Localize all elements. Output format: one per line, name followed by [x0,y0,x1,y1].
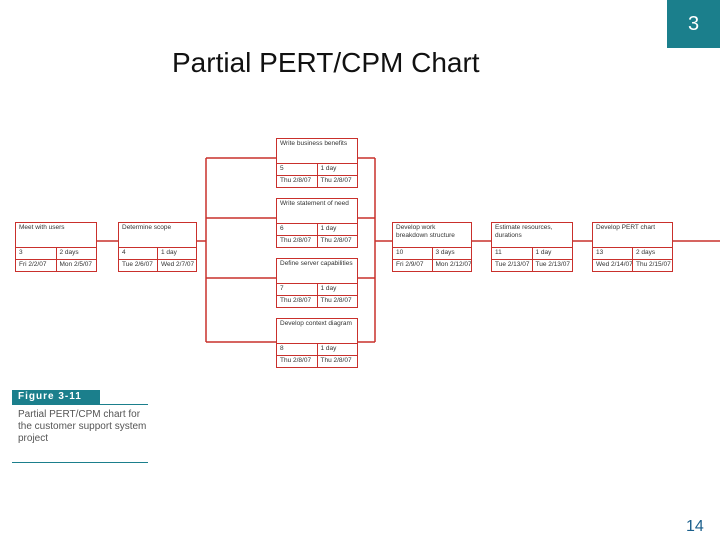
task-id: 10 [396,249,404,256]
task-id: 8 [280,345,284,352]
task-finish: Tue 2/13/07 [531,260,573,271]
task-start: Fri 2/9/07 [396,261,424,268]
page-number: 14 [686,518,704,535]
task-node-determine-scope: Determine scope 4 1 day Tue 2/6/07 Wed 2/7… [118,222,197,272]
task-start: Fri 2/2/07 [19,261,47,268]
slide-number-badge: 3 [667,0,720,48]
task-id: 6 [280,225,284,232]
connector-merge [374,158,392,342]
task-id: 3 [19,249,23,256]
task-duration: 1 day [316,284,358,295]
task-node-develop-context-diagram: Develop context diagram 8 1 day Thu 2/8/0… [276,318,358,368]
task-start: Thu 2/8/07 [280,357,312,364]
task-node-develop-wbs: Develop work breakdown structure 10 3 day… [392,222,472,272]
task-finish: Thu 2/8/07 [316,296,358,307]
task-start: Thu 2/8/07 [280,297,312,304]
task-duration: 1 day [316,164,358,175]
task-finish: Thu 2/15/07 [632,260,672,271]
slide-title: Partial PERT/CPM Chart [172,47,480,78]
task-duration: 1 day [157,248,196,259]
task-name: Determine scope [122,224,172,231]
task-name: Meet with users [19,224,65,231]
task-id: 5 [280,165,284,172]
task-node-meet-with-users: Meet with users 3 2 days Fri 2/2/07 Mon 2/… [15,222,97,272]
caption-divider-bottom [12,462,148,463]
task-name: Write statement of need [280,200,349,207]
task-start: Tue 2/13/07 [495,261,530,268]
task-name: Estimate resources, durations [495,224,553,240]
task-finish: Mon 2/12/07 [431,260,471,271]
task-finish: Mon 2/5/07 [55,260,97,271]
figure-caption: Partial PERT/CPM chart for the customer … [18,409,147,444]
task-duration: 1 day [316,224,358,235]
task-finish: Wed 2/7/07 [157,260,196,271]
task-duration: 1 day [531,248,573,259]
task-name: Define server capabilities [280,260,353,267]
task-duration: 2 days [55,248,97,259]
task-start: Tue 2/6/07 [122,261,153,268]
task-node-estimate-resources: Estimate resources, durations 11 1 day Tu… [491,222,573,272]
task-finish: Thu 2/8/07 [316,176,358,187]
task-start: Thu 2/8/07 [280,237,312,244]
task-name: Develop PERT chart [596,224,656,231]
task-finish: Thu 2/8/07 [316,236,358,247]
task-node-write-statement-of-need: Write statement of need 6 1 day Thu 2/8/0… [276,198,358,248]
task-id: 7 [280,285,284,292]
task-name: Develop work breakdown structure [396,224,455,240]
task-node-write-business-benefits: Write business benefits 5 1 day Thu 2/8/0… [276,138,358,188]
task-id: 13 [596,249,604,256]
task-name: Develop context diagram [280,320,352,327]
task-finish: Thu 2/8/07 [316,356,358,367]
task-duration: 2 days [632,248,672,259]
task-duration: 3 days [431,248,472,259]
figure-label: Figure 3-11 [12,390,100,404]
task-name: Write business benefits [280,140,348,147]
caption-divider-top [12,404,148,405]
connector-4-fan [197,158,207,342]
task-duration: 1 day [316,344,358,355]
task-id: 4 [122,249,126,256]
task-node-define-server-capabilities: Define server capabilities 7 1 day Thu 2/… [276,258,358,308]
task-id: 11 [495,249,502,256]
task-start: Thu 2/8/07 [280,177,312,184]
task-start: Wed 2/14/07 [596,261,632,268]
